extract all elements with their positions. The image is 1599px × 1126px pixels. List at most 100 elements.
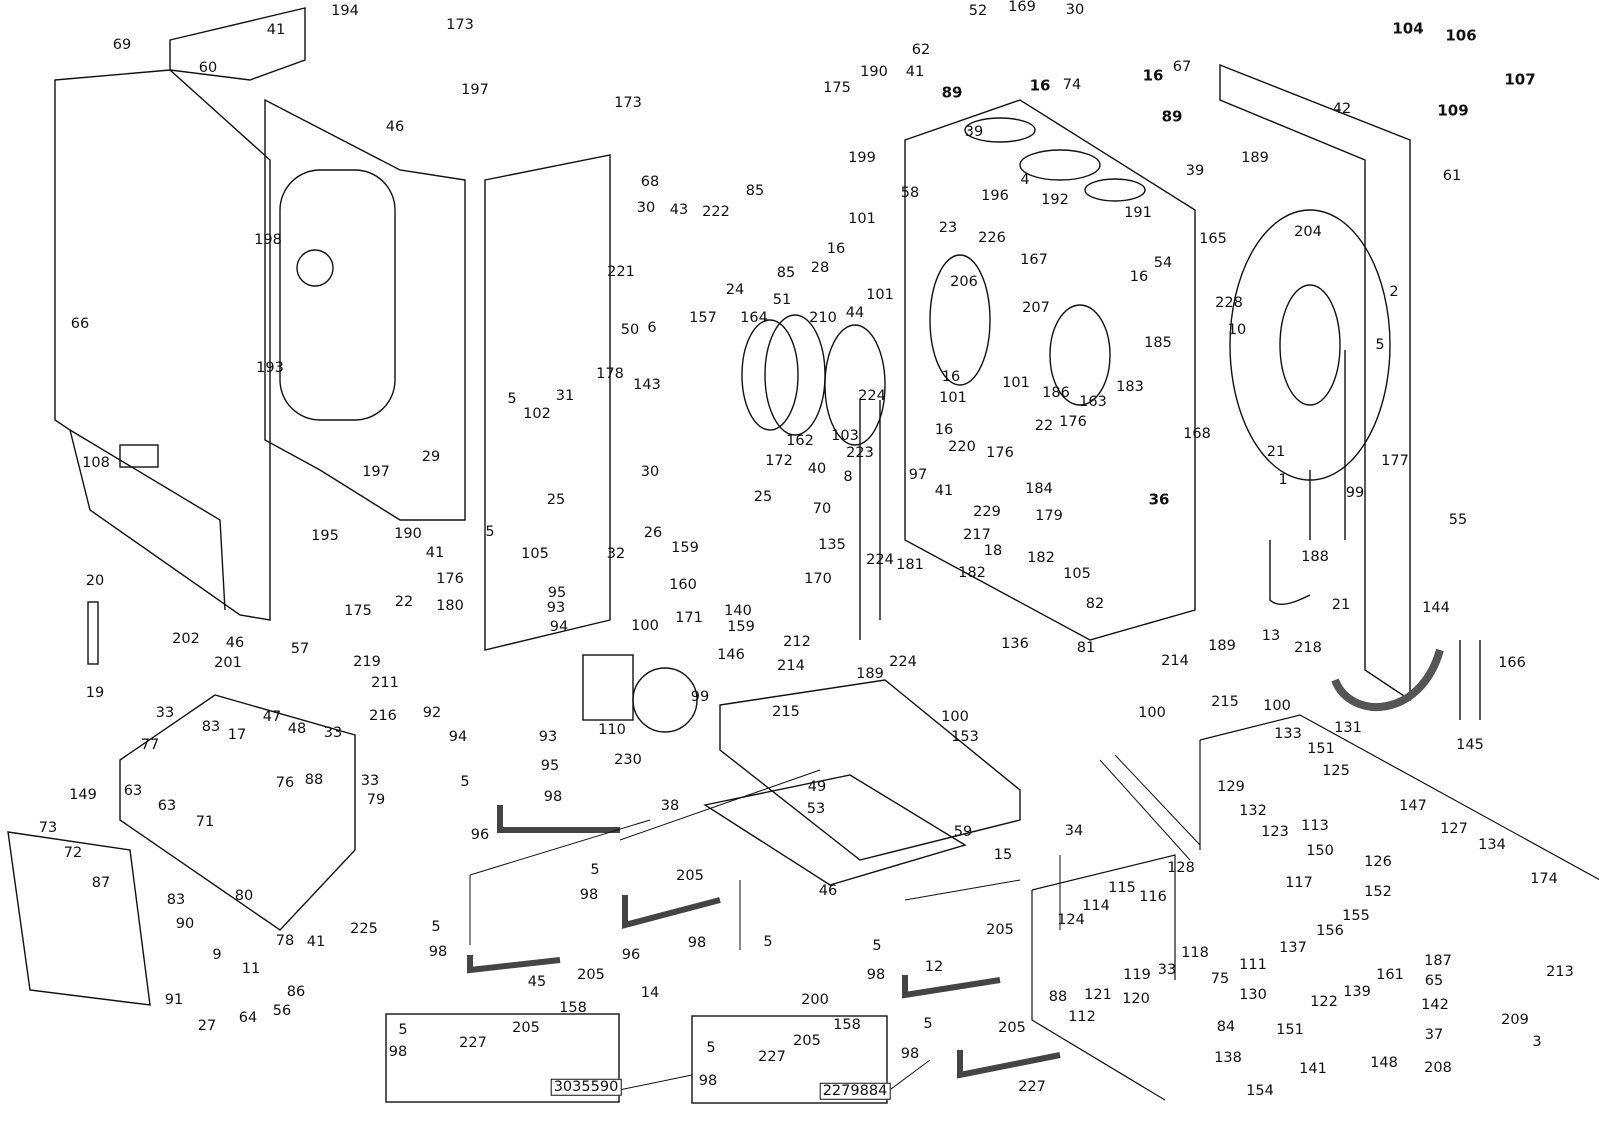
part-label-197: 197: [362, 463, 390, 480]
part-label-165: 165: [1199, 230, 1227, 247]
part-label-75: 75: [1210, 970, 1230, 987]
part-label-119: 119: [1123, 966, 1151, 983]
part-label-16: 16: [941, 368, 961, 385]
part-label-30: 30: [1065, 1, 1085, 18]
part-label-108: 108: [82, 454, 110, 471]
part-label-167: 167: [1020, 251, 1048, 268]
part-label-38: 38: [660, 797, 680, 814]
part-label-206: 206: [950, 273, 978, 290]
part-label-16: 16: [934, 421, 954, 438]
part-label-16: 16: [1129, 268, 1149, 285]
part-label-175: 175: [823, 79, 851, 96]
part-label-133: 133: [1274, 725, 1302, 742]
part-label-41: 41: [306, 933, 326, 950]
part-label-97: 97: [908, 466, 928, 483]
part-label-176: 176: [986, 444, 1014, 461]
part-label-46: 46: [225, 634, 245, 651]
part-label-16: 16: [1029, 76, 1051, 95]
part-label-106: 106: [1445, 26, 1477, 45]
kit-number-2279884: 2279884: [819, 1082, 891, 1100]
part-label-32: 32: [606, 545, 626, 562]
part-label-78: 78: [275, 932, 295, 949]
part-label-189: 189: [1208, 637, 1236, 654]
part-label-42: 42: [1332, 100, 1352, 117]
part-label-1: 1: [1278, 471, 1288, 488]
part-label-66: 66: [70, 315, 90, 332]
part-label-187: 187: [1424, 952, 1452, 969]
part-label-199: 199: [848, 149, 876, 166]
kit-number-3035590: 3035590: [550, 1078, 622, 1096]
part-label-220: 220: [948, 438, 976, 455]
part-label-214: 214: [777, 657, 805, 674]
part-label-146: 146: [717, 646, 745, 663]
valve-detail-panel: [1199, 714, 1599, 881]
part-label-16: 16: [1142, 66, 1164, 85]
part-label-138: 138: [1214, 1049, 1242, 1066]
part-label-136: 136: [1001, 635, 1029, 652]
part-label-170: 170: [804, 570, 832, 587]
part-label-137: 137: [1279, 939, 1307, 956]
part-label-103: 103: [831, 427, 859, 444]
part-label-11: 11: [241, 960, 261, 977]
insulation-panel: [484, 154, 611, 651]
part-label-131: 131: [1334, 719, 1362, 736]
part-label-30: 30: [640, 463, 660, 480]
part-label-159: 159: [727, 618, 755, 635]
part-label-101: 101: [939, 389, 967, 406]
part-label-140: 140: [724, 602, 752, 619]
part-label-2: 2: [1389, 283, 1399, 300]
part-label-88: 88: [1048, 988, 1068, 1005]
part-label-14: 14: [640, 984, 660, 1001]
part-label-110: 110: [598, 721, 626, 738]
part-label-33: 33: [323, 724, 343, 741]
part-label-95: 95: [540, 757, 560, 774]
part-label-218: 218: [1294, 639, 1322, 656]
part-label-142: 142: [1421, 996, 1449, 1013]
part-label-5: 5: [485, 523, 495, 540]
part-label-109: 109: [1437, 101, 1469, 120]
part-label-98: 98: [388, 1043, 408, 1060]
part-label-107: 107: [1504, 70, 1536, 89]
part-label-62: 62: [911, 41, 931, 58]
part-label-186: 186: [1042, 384, 1070, 401]
part-label-63: 63: [157, 797, 177, 814]
part-label-191: 191: [1124, 204, 1152, 221]
part-label-144: 144: [1422, 599, 1450, 616]
part-label-184: 184: [1025, 480, 1053, 497]
part-label-81: 81: [1076, 639, 1096, 656]
control-panel: [119, 694, 356, 931]
part-label-117: 117: [1285, 874, 1313, 891]
flexible-hose: [1331, 648, 1444, 712]
part-label-154: 154: [1246, 1082, 1274, 1099]
part-label-5: 5: [431, 918, 441, 935]
part-label-115: 115: [1108, 879, 1136, 896]
part-label-101: 101: [848, 210, 876, 227]
part-label-50: 50: [620, 321, 640, 338]
part-label-91: 91: [164, 991, 184, 1008]
part-label-174: 174: [1530, 870, 1558, 887]
part-label-189: 189: [1241, 149, 1269, 166]
part-label-52: 52: [968, 2, 988, 19]
part-label-41: 41: [266, 21, 286, 38]
part-label-205: 205: [998, 1019, 1026, 1036]
part-label-10: 10: [1227, 321, 1247, 338]
part-label-21: 21: [1266, 443, 1286, 460]
part-label-41: 41: [425, 544, 445, 561]
part-label-226: 226: [978, 229, 1006, 246]
part-label-223: 223: [846, 444, 874, 461]
part-label-71: 71: [195, 813, 215, 830]
part-label-180: 180: [436, 597, 464, 614]
part-label-48: 48: [287, 720, 307, 737]
part-label-204: 204: [1294, 223, 1322, 240]
part-label-89: 89: [1161, 107, 1183, 126]
part-label-169: 169: [1008, 0, 1036, 15]
part-label-190: 190: [860, 63, 888, 80]
part-label-31: 31: [555, 387, 575, 404]
part-label-44: 44: [845, 304, 865, 321]
part-label-179: 179: [1035, 507, 1063, 524]
part-label-122: 122: [1310, 993, 1338, 1010]
part-label-175: 175: [344, 602, 372, 619]
part-label-227: 227: [1018, 1078, 1046, 1095]
part-label-130: 130: [1239, 986, 1267, 1003]
